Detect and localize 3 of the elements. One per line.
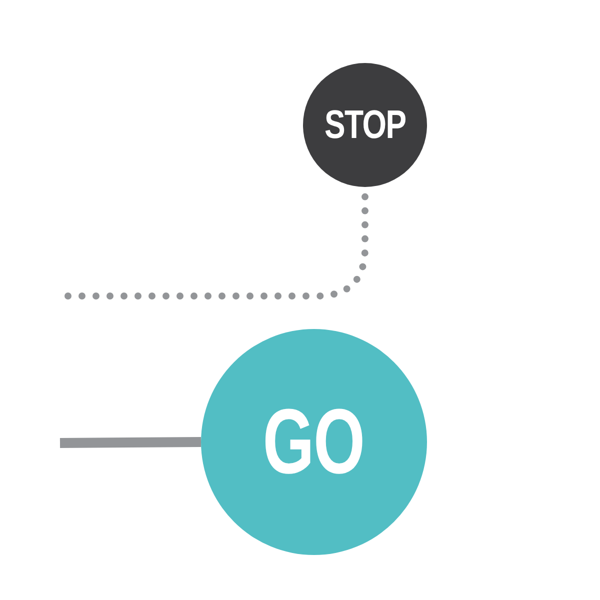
node-label: GO — [263, 390, 365, 494]
connector-line — [60, 437, 202, 448]
node-label: STOP — [324, 102, 406, 148]
